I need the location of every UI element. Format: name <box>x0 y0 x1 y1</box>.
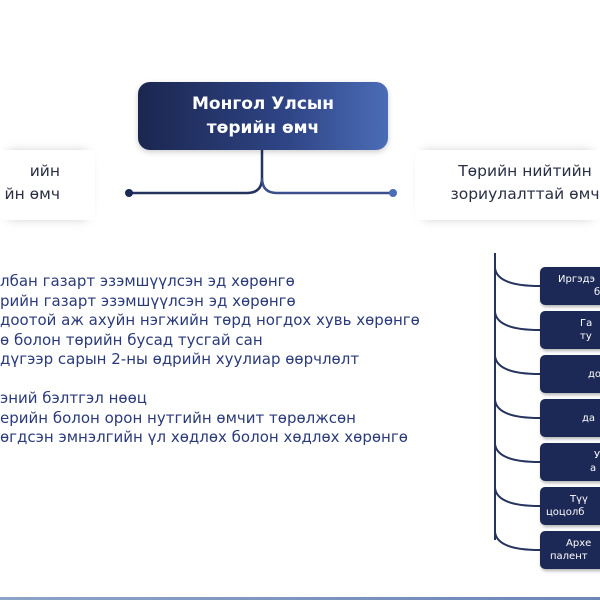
box-line2: да <box>582 412 596 424</box>
box-line2: палент <box>550 551 588 562</box>
list-item: доотой аж ахуйн нэгжийн төрд ногдох хувь… <box>0 311 420 329</box>
list-item: өгдсэн эмнэлгийн үл хөдлөх болон хөдлөх … <box>0 428 408 446</box>
list-item: рийн газарт эзэмшүүлсэн эд хөрөнгө <box>0 291 296 310</box>
right-box: да <box>540 399 600 437</box>
left-list: лбан газарт эзэмшүүлсэн эд хөрөнгө рийн … <box>0 272 420 448</box>
right-box: Га ту <box>540 311 600 349</box>
bottom-border <box>0 597 600 600</box>
box-line1: Иргэдэ <box>558 274 595 285</box>
root-line2: төрийн өмч <box>206 118 320 138</box>
box-line1: Түү <box>570 494 588 505</box>
box-line2: ту <box>580 331 592 342</box>
right-box: Иргэдэ б <box>540 267 600 305</box>
list-item: ерийн болон орон нутгийн өмчит төрөлжсөн <box>0 408 356 427</box>
right-box: до <box>540 355 600 393</box>
list-item: лбан газарт эзэмшүүлсэн эд хөрөнгө <box>0 272 295 290</box>
root-node: Монгол Улсын төрийн өмч <box>138 82 388 150</box>
box-line1: У <box>594 450 600 461</box>
box-line2: цоцолб <box>546 507 585 518</box>
right-node-line1: Төрийн нийтийн <box>458 162 592 180</box>
left-node: ийн йн өмч <box>0 160 60 206</box>
list-item: дүгээр сарын 2-ны өдрийн хуулиар өөрчлөл… <box>0 350 360 368</box>
box-line2: б <box>594 287 600 298</box>
box-line2: до <box>588 368 600 380</box>
connector-left <box>129 150 264 195</box>
left-node-line2: йн өмч <box>4 185 60 203</box>
right-node-line2: зориулалттай өмч <box>450 185 600 203</box>
right-box: Түү цоцолб <box>540 487 600 525</box>
connector-right <box>260 177 393 195</box>
list-item: эний бэлтгэл нөөц <box>0 389 147 407</box>
tree-lines <box>494 253 541 551</box>
box-line1: Архе <box>566 538 592 549</box>
right-node: Төрийн нийтийн зориулалттай өмч <box>425 160 600 206</box>
list-item <box>0 370 420 390</box>
root-line1: Монгол Улсын <box>191 94 335 114</box>
connector-dot-left <box>125 189 133 197</box>
box-line1: Га <box>580 318 593 329</box>
list-item: ө болон төрийн бусад тусгай сан <box>0 330 263 349</box>
connector-dot-right <box>389 189 397 197</box>
box-line2: а <box>590 463 597 474</box>
left-node-line1: ийн <box>29 162 60 180</box>
right-box: Архе палент <box>540 531 600 569</box>
